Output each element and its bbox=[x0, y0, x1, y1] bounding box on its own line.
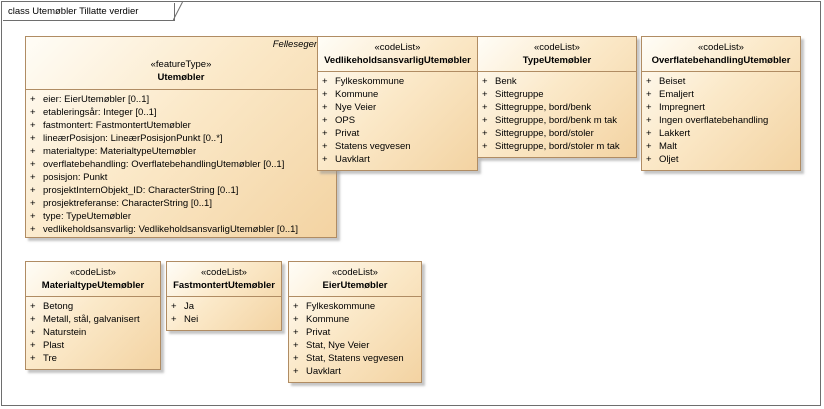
class-attribute: +Sittegruppe, bord/stoler m tak bbox=[482, 141, 620, 152]
class-attribute: +Uavklart bbox=[322, 154, 370, 165]
class-attribute: +Metall, stål, galvanisert bbox=[30, 314, 140, 325]
class-attribute-list: +Fylkeskommune +Kommune +Privat +Stat, N… bbox=[289, 297, 421, 378]
class-attribute: +Stat, Nye Veier bbox=[293, 340, 370, 351]
package-label: Fellesegenska bbox=[272, 39, 334, 50]
class-name: MaterialtypeUtemøbler bbox=[41, 280, 145, 291]
class-overflatebehandling[interactable]: «codeList» OverflatebehandlingUtemøbler … bbox=[641, 36, 801, 171]
frame-tab-corner bbox=[173, 2, 183, 21]
class-vedlikeholdsansvarlig[interactable]: «codeList» VedlikeholdsansvarligUtemøble… bbox=[317, 36, 478, 171]
class-stereotype: «codeList» bbox=[332, 267, 378, 278]
class-stereotype: «codeList» bbox=[698, 42, 744, 53]
class-attribute: +vedlikeholdsansvarlig: Vedlikeholdsansv… bbox=[30, 224, 299, 235]
class-attribute: +type: TypeUtemøbler bbox=[30, 211, 132, 222]
class-name: FastmontertUtemøbler bbox=[173, 280, 275, 291]
class-attribute: +fastmontert: FastmontertUtemøbler bbox=[30, 120, 191, 131]
frame-title: class Utemøbler Tillatte verdier bbox=[8, 6, 139, 17]
class-stereotype: «codeList» bbox=[70, 267, 116, 278]
class-attribute: +Uavklart bbox=[293, 366, 341, 377]
class-attribute: +Fylkeskommune bbox=[293, 301, 376, 312]
class-attribute: +Impregnert bbox=[646, 102, 705, 113]
class-attribute: +Oljet bbox=[646, 154, 679, 165]
class-name: Utemøbler bbox=[157, 72, 205, 83]
class-attribute: +Plast bbox=[30, 340, 65, 351]
class-attribute: +Ingen overflatebehandling bbox=[646, 115, 769, 126]
class-attribute: +Sittegruppe, bord/stoler bbox=[482, 128, 594, 139]
class-attribute: +Stat, Statens vegvesen bbox=[293, 353, 404, 364]
class-materialtype[interactable]: «codeList» MaterialtypeUtemøbler +Betong… bbox=[25, 261, 161, 370]
class-attribute: +overflatebehandling: Overflatebehandlin… bbox=[30, 159, 285, 170]
class-attribute: +Nye Veier bbox=[322, 102, 377, 113]
class-attribute: +Benk bbox=[482, 76, 517, 87]
class-attribute: +Kommune bbox=[293, 314, 350, 325]
class-stereotype: «codeList» bbox=[534, 42, 580, 53]
frame-title-tab: class Utemøbler Tillatte verdier bbox=[3, 2, 183, 21]
class-attribute: +Betong bbox=[30, 301, 74, 312]
class-attribute: +Ja bbox=[171, 301, 195, 312]
class-name: TypeUtemøbler bbox=[522, 55, 592, 66]
class-name: EierUtemøbler bbox=[322, 280, 388, 291]
class-attribute: +etableringsår: Integer [0..1] bbox=[30, 107, 157, 118]
class-name: VedlikeholdsansvarligUtemøbler bbox=[324, 55, 471, 66]
class-attribute: +OPS bbox=[322, 115, 356, 126]
class-attribute: +Privat bbox=[293, 327, 331, 338]
class-attribute: +posisjon: Punkt bbox=[30, 172, 108, 183]
class-attribute: +Sittegruppe, bord/benk bbox=[482, 102, 592, 113]
class-attribute: +prosjektInternObjekt_ID: CharacterStrin… bbox=[30, 185, 239, 196]
class-attribute: +Beiset bbox=[646, 76, 686, 87]
class-attribute: +Lakkert bbox=[646, 128, 691, 139]
class-attribute: +lineærPosisjon: LineærPosisjonPunkt [0.… bbox=[30, 133, 223, 144]
class-attribute: +Fylkeskommune bbox=[322, 76, 405, 87]
class-attribute: +Tre bbox=[30, 353, 57, 364]
class-stereotype: «codeList» bbox=[374, 42, 421, 53]
class-attribute: +Kommune bbox=[322, 89, 379, 100]
class-attribute-list: +Benk +Sittegruppe +Sittegruppe, bord/be… bbox=[478, 72, 636, 153]
class-utemobler[interactable]: Fellesegenska «featureType» Utemøbler +e… bbox=[25, 36, 337, 238]
class-attribute: +Nei bbox=[171, 314, 199, 325]
class-attribute-list: +Ja +Nei bbox=[167, 297, 281, 326]
class-attribute: +Emaljert bbox=[646, 89, 694, 100]
class-eier[interactable]: «codeList» EierUtemøbler +Fylkeskommune … bbox=[288, 261, 422, 383]
class-stereotype: «featureType» bbox=[150, 59, 212, 70]
class-attribute-list: +eier: EierUtemøbler [0..1] +etablerings… bbox=[26, 90, 336, 236]
class-attribute: +Malt bbox=[646, 141, 677, 152]
class-attribute: +Sittegruppe bbox=[482, 89, 544, 100]
class-attribute-list: +Fylkeskommune +Kommune +Nye Veier +OPS … bbox=[318, 72, 477, 166]
class-attribute: +Privat bbox=[322, 128, 360, 139]
class-attribute: +materialtype: MaterialtypeUtemøbler bbox=[30, 146, 197, 157]
class-attribute: +Statens vegvesen bbox=[322, 141, 411, 152]
class-type-utemobler[interactable]: «codeList» TypeUtemøbler +Benk +Sittegru… bbox=[477, 36, 637, 158]
class-name: OverflatebehandlingUtemøbler bbox=[651, 55, 791, 66]
class-attribute: +prosjektreferanse: CharacterString [0..… bbox=[30, 198, 212, 209]
class-attribute-list: +Betong +Metall, stål, galvanisert +Natu… bbox=[26, 297, 160, 365]
class-attribute: +Naturstein bbox=[30, 327, 87, 338]
class-attribute: +Sittegruppe, bord/benk m tak bbox=[482, 115, 617, 126]
class-attribute: +eier: EierUtemøbler [0..1] bbox=[30, 94, 150, 105]
class-fastmontert[interactable]: «codeList» FastmontertUtemøbler +Ja +Nei bbox=[166, 261, 282, 331]
class-stereotype: «codeList» bbox=[201, 267, 247, 278]
class-attribute-list: +Beiset +Emaljert +Impregnert +Ingen ove… bbox=[642, 72, 800, 166]
